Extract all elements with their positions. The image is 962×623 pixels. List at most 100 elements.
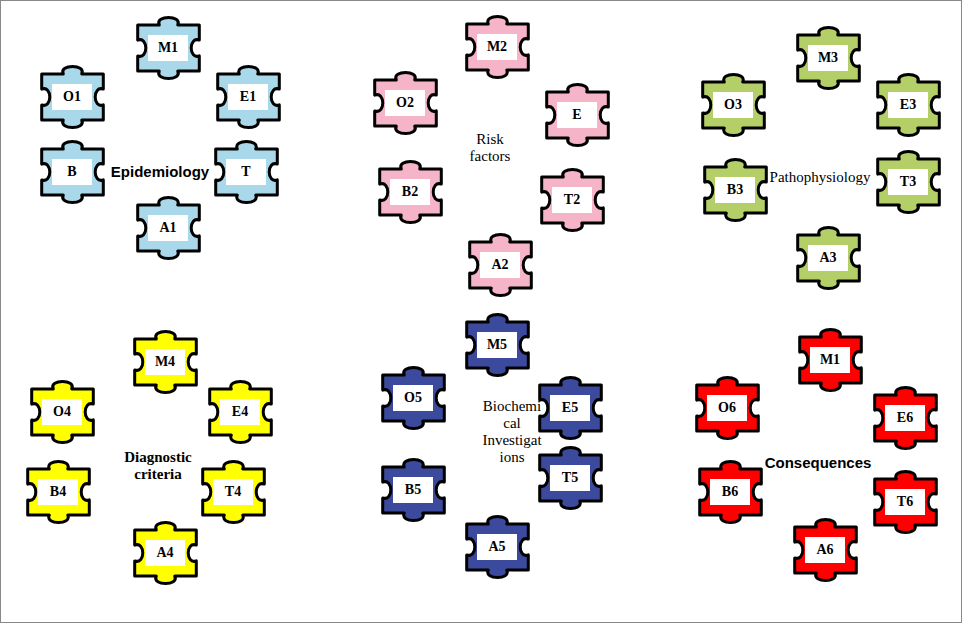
piece-label-box: E1 [228,84,268,110]
navy-puzzle-piece: T5 [532,445,609,511]
piece-code: M2 [487,39,507,55]
red-puzzle-piece: A6 [787,517,864,583]
piece-label-box: A1 [148,215,188,241]
group-title: Diagnostic criteria [113,449,203,484]
piece-code: O3 [724,97,742,113]
blue-puzzle-piece: E1 [210,64,287,130]
piece-label-box: O4 [42,399,82,425]
navy-puzzle-piece: A5 [459,514,536,580]
piece-code: B4 [50,484,66,500]
piece-code: A1 [159,220,176,236]
piece-label-box: M5 [477,332,517,358]
green-puzzle-piece: B3 [697,157,774,223]
piece-code: A4 [156,545,173,561]
piece-label-box: B5 [393,477,433,503]
piece-code: E1 [240,89,256,105]
red-puzzle-piece: B6 [692,459,769,525]
piece-code: M5 [487,337,507,353]
piece-code: B [67,164,76,180]
piece-label-box: O5 [393,385,433,411]
piece-label-box: E4 [220,399,260,425]
yellow-puzzle-piece: B4 [20,459,97,525]
group-title: Biochemi cal Investigat ions [475,398,549,467]
piece-code: E3 [900,97,916,113]
navy-puzzle-piece: O5 [375,365,452,431]
blue-puzzle-piece: B [34,139,111,205]
piece-label-box: T [226,159,266,185]
green-puzzle-piece: M3 [790,25,867,91]
piece-label-box: A4 [145,540,185,566]
piece-label-box: A2 [480,252,520,278]
piece-label-box: A6 [805,537,845,563]
piece-label-box: A5 [477,534,517,560]
pink-puzzle-piece: T2 [534,167,611,233]
navy-puzzle-piece: M5 [459,312,536,378]
green-puzzle-piece: O3 [695,72,772,138]
piece-label-box: E5 [550,395,590,421]
piece-label-box: M3 [808,45,848,71]
piece-code: A2 [491,257,508,273]
yellow-puzzle-piece: M4 [127,329,204,395]
blue-puzzle-piece: A1 [130,195,207,261]
piece-code: M1 [158,40,178,56]
pink-puzzle-piece: A2 [462,232,539,298]
red-puzzle-piece: O6 [689,375,766,441]
pink-puzzle-piece: O2 [367,70,444,136]
piece-label-box: O6 [707,395,747,421]
piece-code: M3 [818,50,838,66]
piece-code: T4 [225,484,241,500]
piece-code: T3 [900,174,916,190]
piece-label-box: T4 [213,479,253,505]
piece-code: M1 [820,352,840,368]
piece-code: E5 [562,400,578,416]
piece-code: A5 [488,539,505,555]
green-puzzle-piece: E3 [870,72,947,138]
yellow-puzzle-piece: A4 [127,520,204,586]
piece-label-box: T6 [885,489,925,515]
piece-label-box: M1 [148,35,188,61]
group-title: Pathophysiology [755,169,885,186]
piece-code: T5 [562,470,578,486]
piece-code: O4 [53,404,71,420]
piece-label-box: T2 [552,187,592,213]
piece-label-box: O3 [713,92,753,118]
piece-code: E6 [897,410,913,426]
piece-code: O2 [396,95,414,111]
piece-label-box: B [52,159,92,185]
piece-code: E [572,107,581,123]
piece-code: B2 [402,184,418,200]
piece-label-box: E [557,102,597,128]
piece-label-box: B3 [715,177,755,203]
piece-label-box: O2 [385,90,425,116]
yellow-puzzle-piece: T4 [195,459,272,525]
group-title: Risk factors [461,131,519,166]
pink-puzzle-piece: M2 [459,14,536,80]
piece-code: A6 [816,542,833,558]
piece-code: T2 [564,192,580,208]
piece-code: T6 [897,494,913,510]
pink-puzzle-piece: B2 [372,159,449,225]
piece-label-box: T3 [888,169,928,195]
blue-puzzle-piece: O1 [34,64,111,130]
blue-puzzle-piece: M1 [130,15,207,81]
piece-label-box: E3 [888,92,928,118]
red-puzzle-piece: T6 [867,469,944,535]
piece-label-box: O1 [52,84,92,110]
navy-puzzle-piece: B5 [375,457,452,523]
red-puzzle-piece: E6 [867,385,944,451]
piece-code: O6 [718,400,736,416]
piece-code: O1 [63,89,81,105]
piece-label-box: B2 [390,179,430,205]
yellow-puzzle-piece: E4 [202,379,279,445]
piece-label-box: T5 [550,465,590,491]
piece-label-box: M1 [810,347,850,373]
piece-code: B6 [722,484,738,500]
yellow-puzzle-piece: O4 [24,379,101,445]
group-title: Epidemiology [95,163,225,180]
green-puzzle-piece: T3 [870,149,947,215]
piece-label-box: B4 [38,479,78,505]
piece-code: B3 [727,182,743,198]
piece-code: T [241,164,250,180]
piece-label-box: B6 [710,479,750,505]
green-puzzle-piece: A3 [790,225,867,291]
